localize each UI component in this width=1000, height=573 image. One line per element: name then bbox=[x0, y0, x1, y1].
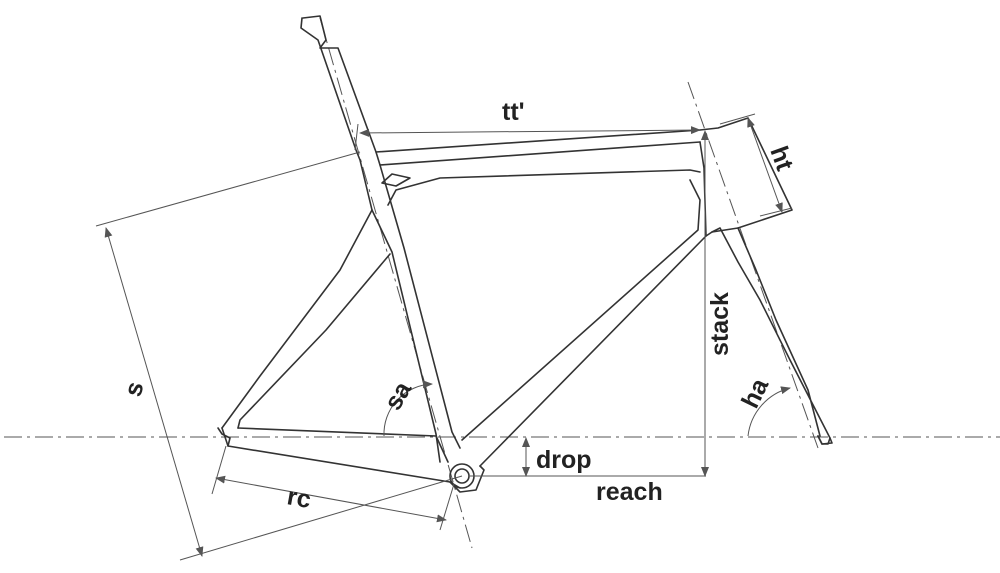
frame-eyelet bbox=[381, 173, 411, 187]
dimension-rc bbox=[211, 445, 455, 531]
seat-tube-axis bbox=[319, 17, 473, 549]
label-tt: tt' bbox=[502, 98, 525, 126]
label-reach: reach bbox=[596, 478, 663, 506]
dimension-ha bbox=[747, 386, 791, 437]
bike-frame bbox=[217, 15, 833, 493]
dimension-sa bbox=[383, 380, 433, 437]
seat-stay bbox=[221, 209, 391, 429]
dimension-s bbox=[95, 151, 463, 561]
seat-tube bbox=[300, 15, 461, 463]
down-tube bbox=[387, 141, 707, 467]
rear-dropout bbox=[217, 427, 231, 447]
dimension-drop bbox=[470, 437, 706, 477]
fork-dropout bbox=[817, 435, 831, 445]
label-ht: ht bbox=[764, 142, 799, 174]
label-sa: sa bbox=[379, 376, 418, 415]
bb-shell bbox=[449, 465, 485, 493]
label-ha: ha bbox=[736, 373, 774, 412]
head-tube bbox=[699, 117, 793, 237]
dimension-tt bbox=[354, 123, 701, 151]
bottom-bracket-inner bbox=[454, 468, 470, 484]
label-s: s bbox=[119, 379, 150, 400]
dimension-ht bbox=[719, 113, 793, 217]
label-rc: rc bbox=[285, 482, 313, 514]
label-drop: drop bbox=[536, 446, 592, 474]
label-stack: stack bbox=[706, 292, 734, 356]
top-tube bbox=[375, 129, 701, 166]
